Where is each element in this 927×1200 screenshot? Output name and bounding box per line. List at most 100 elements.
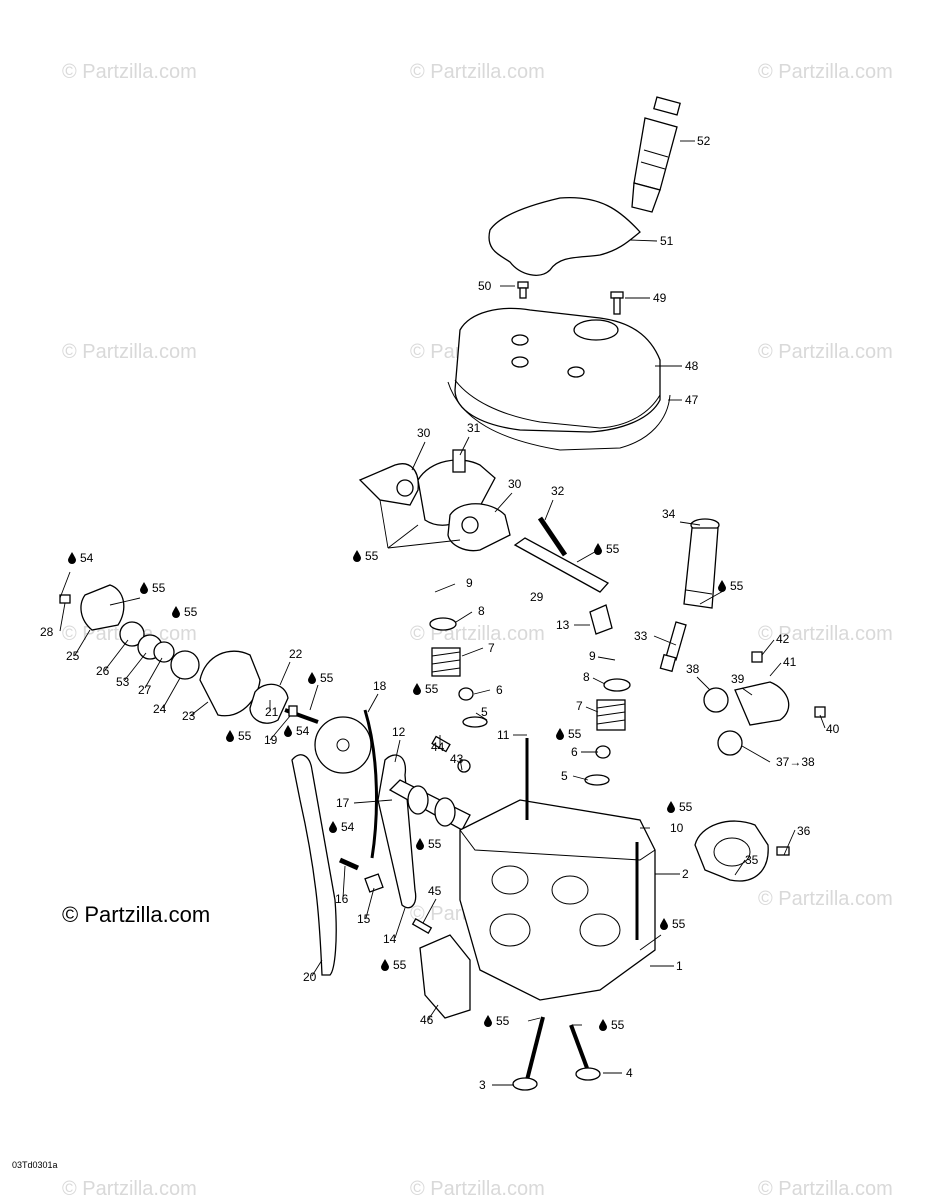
- callout-l46: 46: [420, 1013, 434, 1027]
- watermark: © Partzilla.com: [758, 61, 893, 83]
- callout-l22: 22: [289, 647, 303, 661]
- watermark: © Partzilla.com: [758, 1178, 893, 1200]
- watermark: © Partzilla.com: [758, 888, 893, 910]
- callout-l24: 24: [153, 702, 167, 716]
- oil-drop-icon: [284, 725, 292, 737]
- valves: [512, 1016, 601, 1091]
- callout-l50: 50: [478, 279, 492, 293]
- intake-manifold: [694, 820, 790, 882]
- callout-l43: 43: [450, 752, 464, 766]
- watermark: © Partzilla.com: [410, 61, 545, 83]
- callout-l45: 45: [428, 884, 442, 898]
- callout-l55b: 55: [606, 542, 620, 556]
- callout-l25: 25: [66, 649, 80, 663]
- oil-drop-icon: [140, 582, 148, 594]
- cam-sprocket: [314, 709, 378, 859]
- callout-l47: 47: [685, 393, 699, 407]
- callout-l18: 18: [373, 679, 387, 693]
- oil-drop-icon: [381, 959, 389, 971]
- exhaust-gasket: [419, 934, 471, 1019]
- watermark: © Partzilla.com: [62, 61, 197, 83]
- callout-l55j: 55: [679, 800, 693, 814]
- callout-l44: 44: [431, 740, 445, 754]
- callout-l23: 23: [182, 709, 196, 723]
- temperature-sensor: [431, 735, 471, 773]
- callout-l7b: 7: [576, 699, 583, 713]
- callout-l3: 3: [479, 1078, 486, 1092]
- callout-l11: 11: [497, 728, 510, 742]
- callout-l55a: 55: [365, 549, 379, 563]
- callout-l41: 41: [783, 655, 797, 669]
- callout-l55f: 55: [320, 671, 334, 685]
- rocker-bolt: [537, 516, 568, 557]
- valve-cover: [447, 307, 671, 451]
- callout-l55k: 55: [428, 837, 442, 851]
- callout-l52: 52: [697, 134, 711, 148]
- oil-drop-icon: [556, 728, 564, 740]
- oil-drop-icon: [413, 683, 421, 695]
- callout-l49: 49: [653, 291, 667, 305]
- oil-drop-icon: [329, 821, 337, 833]
- intake-tube: [683, 518, 720, 609]
- callout-l5a: 5: [481, 705, 488, 719]
- callout-l1: 1: [676, 959, 683, 973]
- clip: [589, 604, 613, 635]
- callout-l55o: 55: [611, 1018, 625, 1032]
- oil-drop-icon: [599, 1019, 607, 1031]
- callout-l55h: 55: [238, 729, 252, 743]
- thermostat-housing: [703, 651, 826, 756]
- camshaft: [388, 779, 471, 831]
- callout-l27: 27: [138, 683, 152, 697]
- leader-lines: [59, 140, 826, 1086]
- oil-drop-icon: [667, 801, 675, 813]
- callout-l4: 4: [626, 1066, 633, 1080]
- callout-l39: 39: [731, 672, 745, 686]
- callout-l55d: 55: [152, 581, 166, 595]
- oil-drop-icon: [308, 672, 316, 684]
- callout-l8b: 8: [583, 670, 590, 684]
- callout-l30b: 30: [508, 477, 522, 491]
- callout-l20: 20: [303, 970, 317, 984]
- callout-l6a: 6: [496, 683, 503, 697]
- callout-l14: 14: [383, 932, 397, 946]
- callout-l12: 12: [392, 725, 406, 739]
- callout-l55m: 55: [393, 958, 407, 972]
- callout-l21: 21: [265, 705, 279, 719]
- callout-l10: 10: [670, 821, 684, 835]
- oil-drop-icon: [68, 552, 76, 564]
- callout-l26: 26: [96, 664, 110, 678]
- callout-l48: 48: [685, 359, 699, 373]
- callout-l34: 34: [662, 507, 676, 521]
- oil-drop-icon: [416, 838, 424, 850]
- callout-l6b: 6: [571, 745, 578, 759]
- callout-l29: 29: [530, 590, 544, 604]
- cover-gasket: [447, 381, 671, 451]
- valve-springs: [429, 617, 631, 786]
- oil-drop-icon: [594, 543, 602, 555]
- spark-plug: [659, 621, 687, 673]
- callout-l9a: 9: [466, 576, 473, 590]
- callout-l7a: 7: [488, 641, 495, 655]
- oil-drop-icon: [718, 580, 726, 592]
- callout-l38a: 38: [686, 662, 700, 676]
- callout-l55n: 55: [496, 1014, 510, 1028]
- callout-l54a: 54: [80, 551, 94, 565]
- callout-l55g: 55: [425, 682, 439, 696]
- cylinder-head: [459, 799, 656, 1001]
- watermarks: © Partzilla.com © Partzilla.com © Partzi…: [62, 61, 893, 1200]
- callout-l9b: 9: [589, 649, 596, 663]
- callout-l40: 40: [826, 722, 840, 736]
- callout-l30a: 30: [417, 426, 431, 440]
- callout-l19: 19: [264, 733, 278, 747]
- callout-l51: 51: [660, 234, 674, 248]
- callout-l32: 32: [551, 484, 565, 498]
- callout-l42: 42: [776, 632, 790, 646]
- left-components: [59, 584, 319, 724]
- callout-l37: 37→38: [776, 755, 815, 769]
- diagram-code: 03Td0301a: [12, 1160, 58, 1170]
- oil-drop-icon: [172, 606, 180, 618]
- watermark: © Partzilla.com: [758, 341, 893, 363]
- watermark: © Partzilla.com: [758, 623, 893, 645]
- callout-l5b: 5: [561, 769, 568, 783]
